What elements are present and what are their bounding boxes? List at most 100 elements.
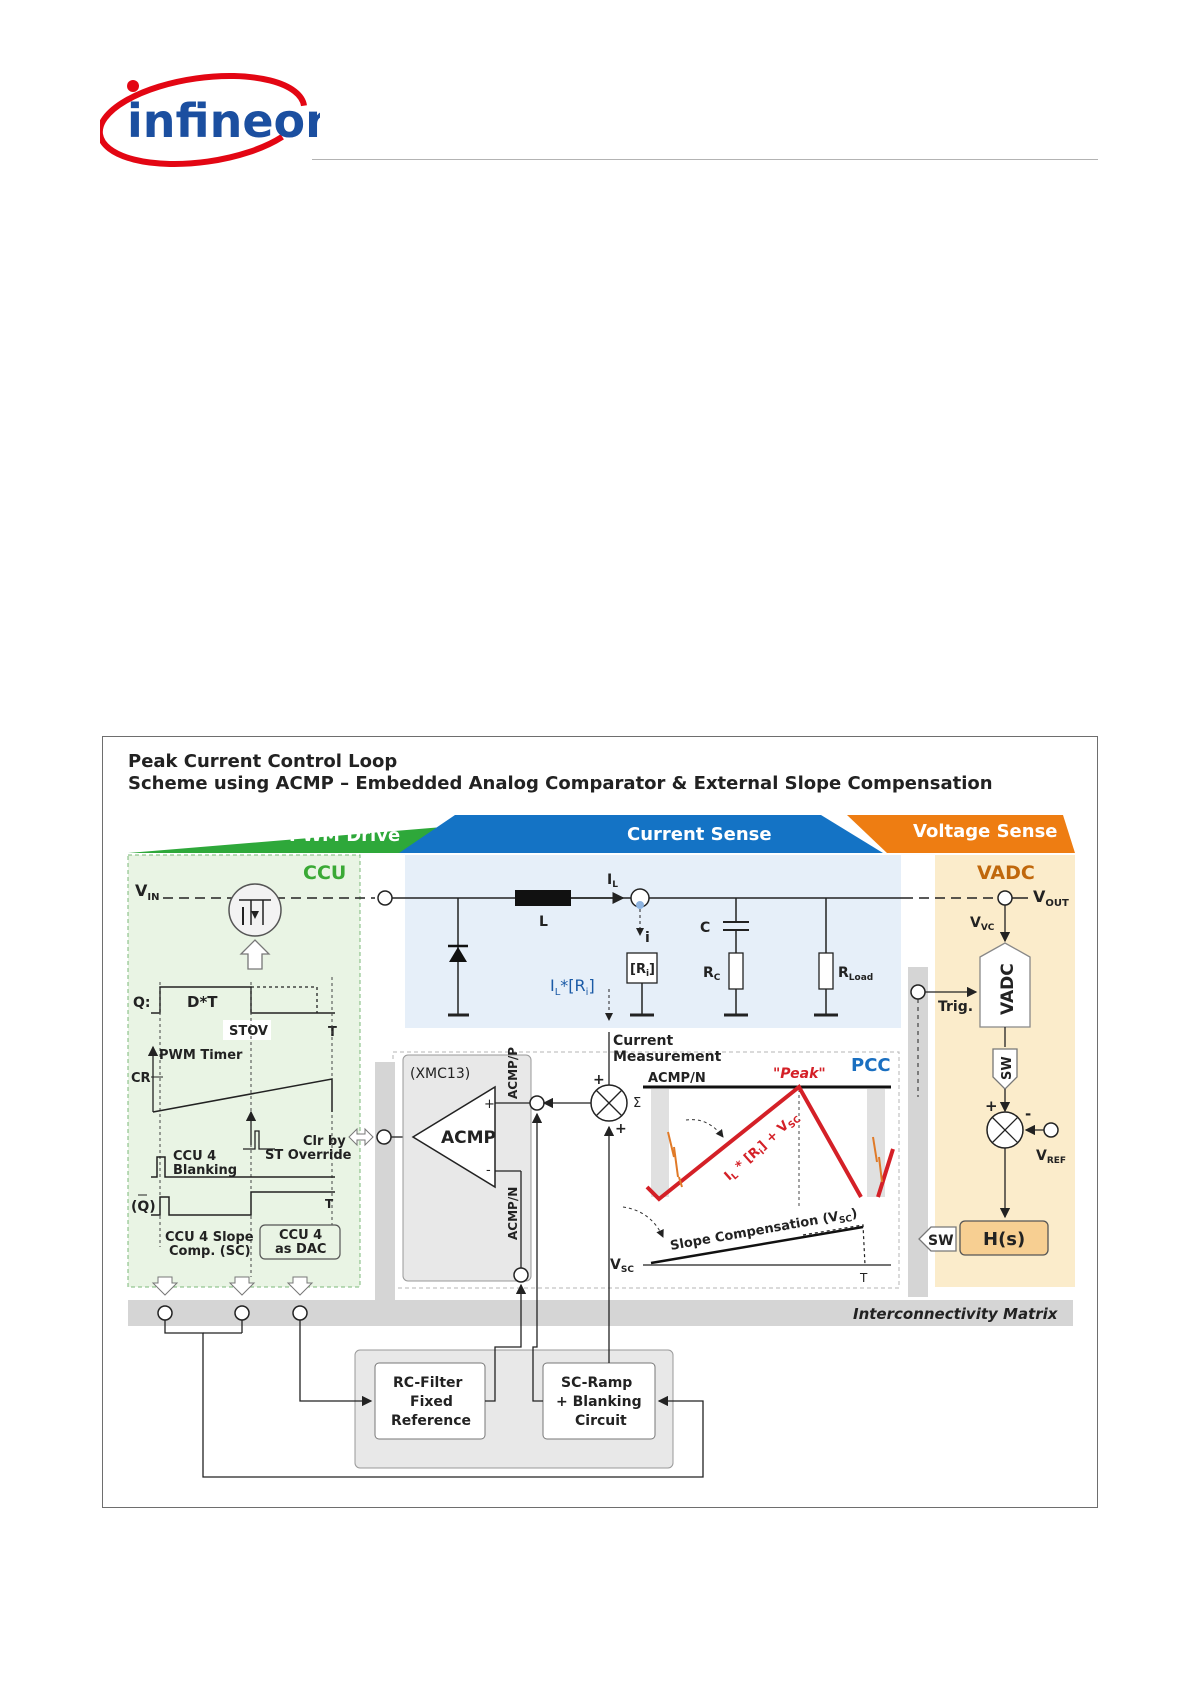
- interconnectivity-matrix: [128, 1300, 1073, 1326]
- blanking-zone-1: [651, 1089, 669, 1197]
- ri-resistor: [626, 952, 658, 984]
- ccu-port-3: [286, 1276, 314, 1296]
- sc-ramp-label-3: Circuit: [575, 1413, 627, 1429]
- ccu-port-2: [228, 1276, 256, 1296]
- vadc-block: [979, 942, 1031, 1028]
- ccu4-blanking-2: Blanking: [173, 1163, 237, 1178]
- current-measurement-label-2: Measurement: [613, 1049, 722, 1065]
- sc-ramp-label-1: SC-Ramp: [561, 1375, 632, 1391]
- wire-ccu-to-sc: [164, 1320, 704, 1478]
- ccu4-slope-1: CCU 4 Slope: [165, 1230, 254, 1245]
- ccu4-dac-2: as DAC: [275, 1242, 326, 1257]
- sw-block-horizontal: [918, 1226, 957, 1252]
- acmp-comparator: [411, 1085, 496, 1189]
- hs-label: H(s): [983, 1229, 1025, 1250]
- node-switch-out: [377, 890, 393, 906]
- pwm-timer-label: PWM Timer: [159, 1048, 243, 1063]
- matrix-node-3: [292, 1305, 308, 1321]
- rc-filter-label-1: RC-Filter: [393, 1375, 463, 1391]
- ccu4-dac-box: [259, 1224, 341, 1260]
- ilri-label: IL*[Ri]: [550, 976, 595, 998]
- ccu4-blanking-1: CCU 4: [173, 1149, 216, 1164]
- ramp-arrow: [685, 1119, 724, 1138]
- csum-plus-bottom: +: [615, 1121, 627, 1137]
- vref-label: VREF: [1036, 1148, 1066, 1166]
- ccu4-slope-2: Comp. (SC): [169, 1244, 251, 1259]
- il-label: IL: [607, 872, 618, 890]
- rc-resistor: [728, 952, 744, 990]
- bus-left: [375, 1062, 395, 1302]
- ri-label: [Ri]: [630, 962, 655, 979]
- vsum-plus: +: [985, 1097, 998, 1115]
- sw-horizontal-label: SW: [928, 1233, 954, 1249]
- current-sense-label: Current Sense: [627, 824, 772, 845]
- blanking-waveform: [151, 1156, 335, 1178]
- header-rule: [312, 159, 1098, 160]
- ccu-acmp-port: [348, 1127, 374, 1147]
- spike-marks-1: [667, 1131, 683, 1188]
- node-vout: [997, 890, 1013, 906]
- vvc-label: VVC: [970, 915, 995, 933]
- rc-filter-label-3: Reference: [391, 1413, 471, 1429]
- t-label-3: T: [859, 1271, 868, 1285]
- inductor-current-waveform: [645, 1083, 863, 1202]
- sigma-label: Σ: [633, 1096, 641, 1111]
- figure-title-line2: Scheme using ACMP – Embedded Analog Comp…: [128, 773, 993, 794]
- ccu-port-1: [151, 1276, 179, 1296]
- current-measurement-label-1: Current: [613, 1033, 674, 1049]
- infineon-logo: infineon: [100, 73, 320, 167]
- gate-drive-arrow: [239, 939, 271, 970]
- qbar-label: (Q): [131, 1199, 156, 1215]
- spike-marks-2: [872, 1136, 883, 1183]
- diagram-frame: Peak Current Control Loop Scheme using A…: [102, 736, 1098, 1508]
- q-waveform-dotted: [251, 986, 318, 1013]
- rload-label: RLoad: [838, 965, 873, 983]
- inductor-label: L: [539, 914, 548, 930]
- sw-block-vertical: [992, 1048, 1018, 1090]
- slope-ramp: [650, 1225, 864, 1265]
- clr-label-1: Clr by: [303, 1134, 346, 1149]
- ccu-title: CCU: [303, 862, 346, 884]
- pcc-title: PCC: [851, 1055, 891, 1076]
- csum-plus-top: +: [593, 1072, 605, 1088]
- acmp-p-label: ACMP/P: [506, 1047, 520, 1099]
- node-acmp-out: [376, 1129, 392, 1145]
- sum-cross-b: [991, 1116, 1019, 1144]
- rc-filter-label-2: Fixed: [410, 1394, 453, 1410]
- pwm-drive-label: PWM Drive: [289, 825, 400, 846]
- vsum-minus: -: [1025, 1105, 1031, 1123]
- matrix-node-2: [234, 1305, 250, 1321]
- dt-label: D*T: [187, 993, 218, 1011]
- cr-label: CR: [131, 1071, 151, 1086]
- acmp-n-label: ACMP/N: [506, 1187, 520, 1240]
- q-label: Q:: [133, 995, 151, 1011]
- inductor: [515, 890, 571, 906]
- vin-label: VIN: [135, 881, 159, 903]
- current-sense-region: [405, 855, 901, 1028]
- rload-resistor: [818, 952, 834, 990]
- node-vref: [1043, 1122, 1059, 1138]
- qbar-waveform: [151, 1191, 335, 1216]
- node-acmp-n: [513, 1267, 529, 1283]
- csum-cross-b: [595, 1089, 623, 1117]
- cap-label: C: [700, 920, 710, 936]
- matrix-node-1: [157, 1305, 173, 1321]
- interconnectivity-matrix-label: Interconnectivity Matrix: [853, 1305, 1059, 1323]
- stov-bg: [223, 1020, 271, 1040]
- acmp-minus: -: [486, 1163, 491, 1178]
- ccu4-dac-1: CCU 4: [279, 1228, 322, 1243]
- vadc-title: VADC: [977, 862, 1035, 884]
- wire-rc-to-acmp-n: [485, 1283, 527, 1402]
- blanking-pulse: [243, 1130, 275, 1150]
- i-label: i: [645, 930, 650, 946]
- sc-ramp-label-2: + Blanking: [556, 1394, 642, 1410]
- t-label-2: T: [325, 1197, 334, 1211]
- vadc-block-label: VADC: [998, 963, 1018, 1015]
- inductor-current-next: [876, 1148, 895, 1198]
- hs-block: [959, 1220, 1049, 1256]
- diode-icon: [449, 947, 467, 962]
- current-sense-banner: [399, 815, 883, 853]
- vout-label: VOUT: [1033, 887, 1069, 909]
- node-trig: [910, 984, 926, 1000]
- pwm-ramp: [152, 1078, 333, 1113]
